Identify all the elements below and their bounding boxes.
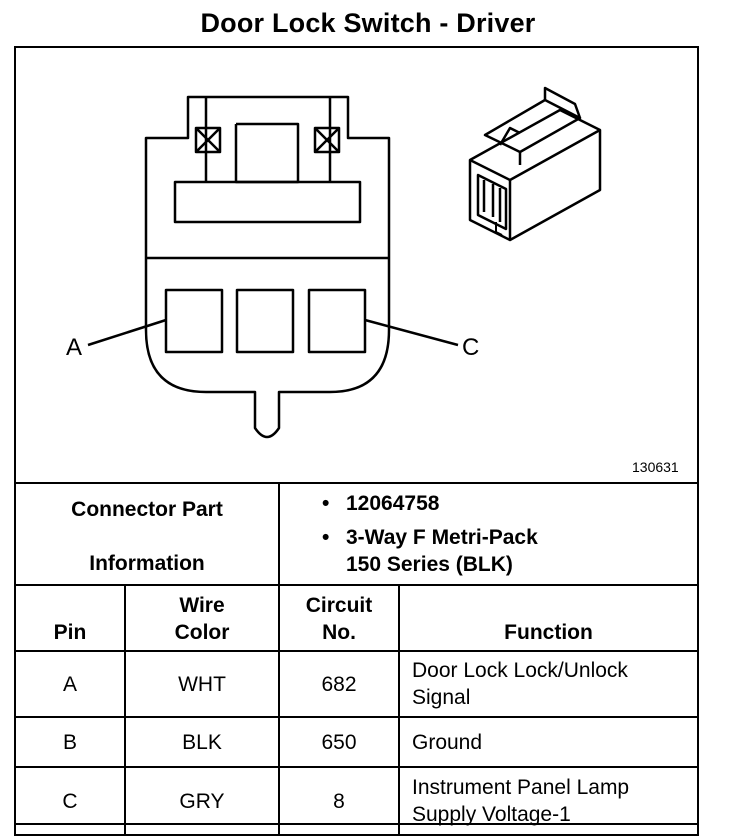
cavity-b — [235, 288, 295, 354]
connector-latch — [204, 97, 332, 184]
latch-detail-right — [313, 126, 341, 154]
info-label-line2: Information — [89, 551, 205, 575]
connector-body — [144, 95, 391, 439]
connector-info-item: •12064758 — [322, 492, 440, 515]
pin-label-c: C — [462, 334, 480, 361]
connector-info-item: •3-Way F Metri-Pack 150 Series (BLK) — [322, 526, 538, 576]
bullet-icon: • — [322, 492, 330, 515]
connector-info-label: Connector Part Information — [16, 488, 278, 584]
latch-detail-left — [194, 126, 222, 154]
cell-color: BLK — [124, 716, 280, 768]
header-pin: Pin — [14, 584, 126, 652]
cell-pin: A — [14, 650, 126, 718]
connector-3d-illustration — [468, 86, 602, 242]
cell-color: WHT — [124, 650, 280, 718]
connector-info-row — [14, 482, 699, 586]
cell-function: Ground — [398, 716, 699, 768]
info-label-line1: Connector Part — [71, 497, 223, 521]
cell-pin: C — [14, 766, 126, 836]
latch-tab — [173, 180, 362, 224]
header-function: Function — [398, 584, 699, 652]
table-row: B BLK 650 Ground — [14, 716, 699, 768]
pin-label-a: A — [66, 334, 83, 361]
cavity-a — [164, 288, 224, 354]
cell-color: GRY — [124, 766, 280, 836]
cell-circuit: 650 — [278, 716, 400, 768]
info-divider — [278, 482, 280, 586]
cavity-c — [307, 288, 367, 354]
leader-c — [364, 318, 459, 347]
cell-pin: B — [14, 716, 126, 768]
page-title: Door Lock Switch - Driver — [200, 8, 536, 38]
diagram-id: 130631 — [632, 459, 679, 475]
cell-circuit: 682 — [278, 650, 400, 718]
cell-circuit: 8 — [278, 766, 400, 836]
leader-a — [87, 318, 167, 347]
bullet-icon: • — [322, 526, 330, 549]
